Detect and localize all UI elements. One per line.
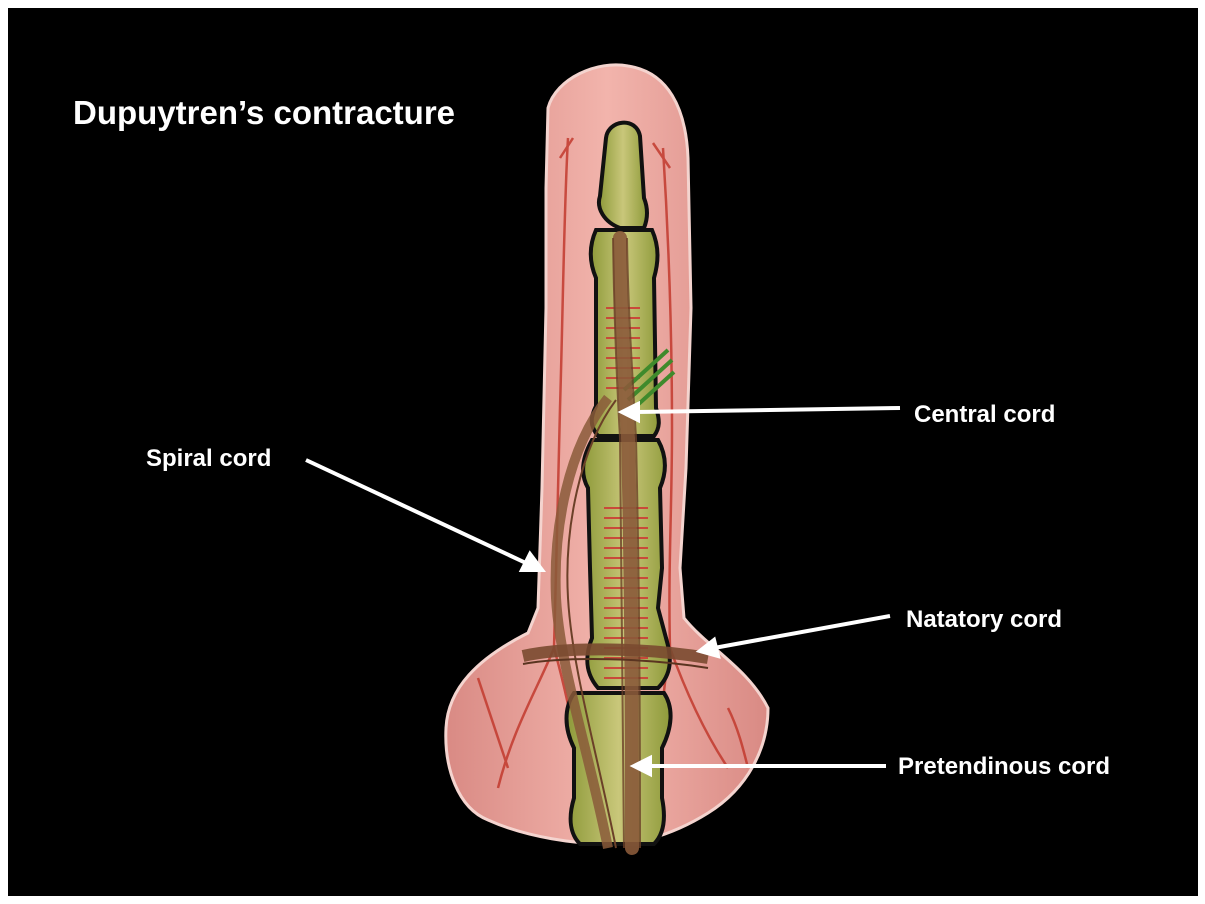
label-central-cord: Central cord: [914, 401, 1055, 429]
label-natatory-cord: Natatory cord: [906, 606, 1062, 634]
natatory-cord-arrow: [714, 616, 890, 648]
label-pretendinous-cord: Pretendinous cord: [898, 753, 1110, 781]
spiral-cord-arrow: [306, 460, 528, 564]
slide-title: Dupuytren’s contracture: [73, 94, 455, 132]
distal-phalanx: [599, 123, 647, 228]
label-spiral-cord: Spiral cord: [146, 445, 271, 473]
slide: Dupuytren’s contracture Spiral cord Cent…: [8, 8, 1198, 896]
